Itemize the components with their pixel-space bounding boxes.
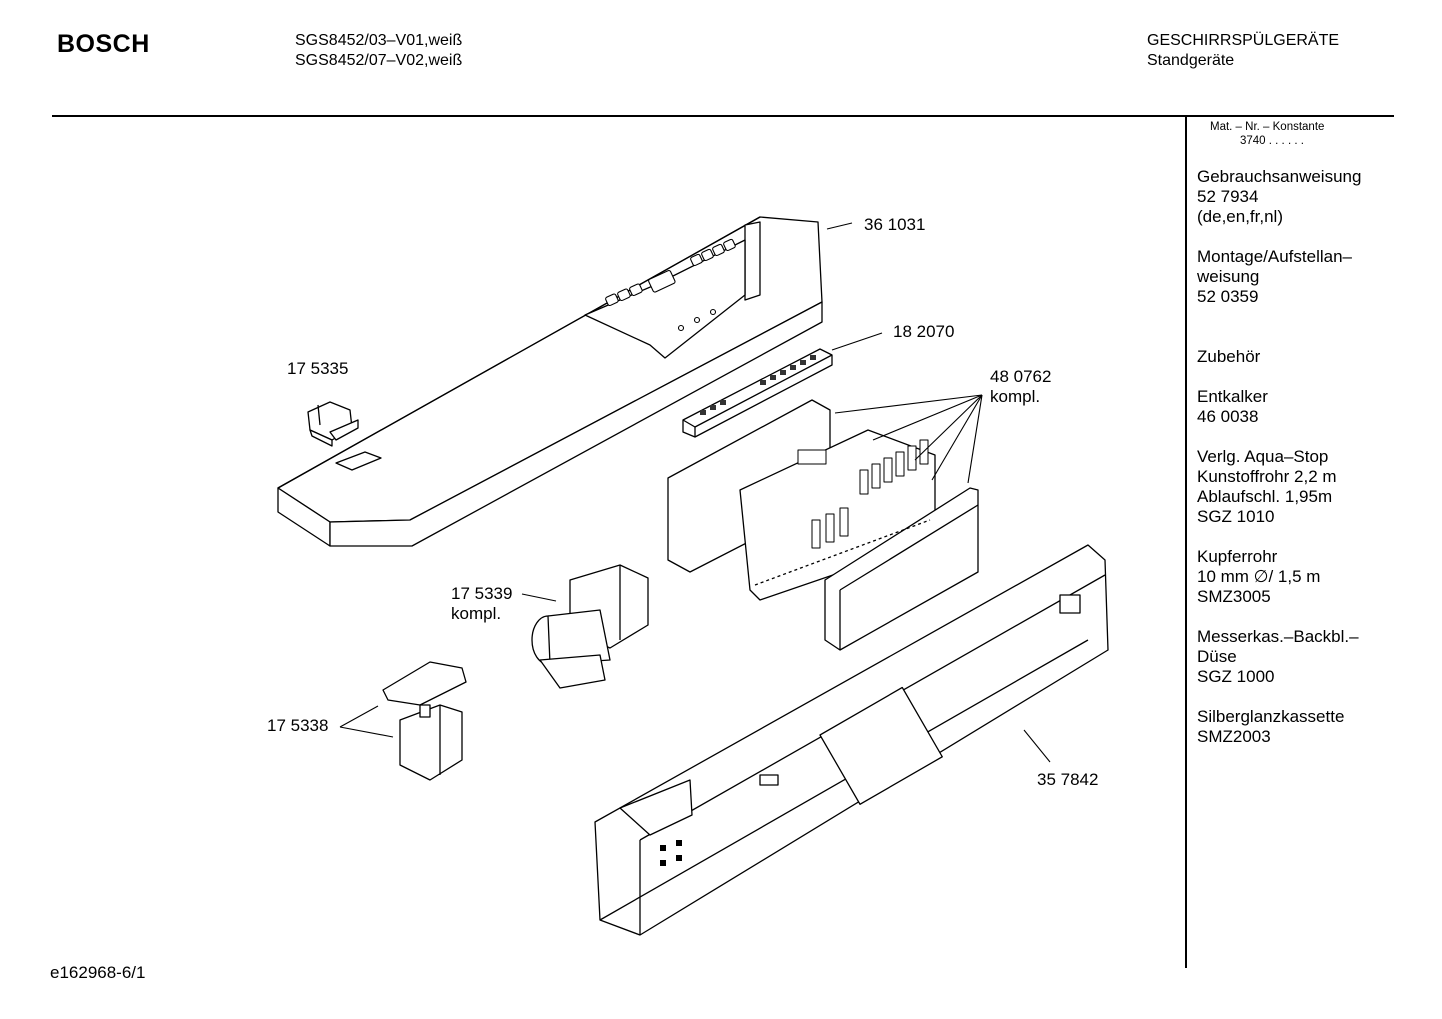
block-line: 10 mm ∅/ 1,5 m: [1197, 567, 1321, 586]
block-gebrauchsanweisung: Gebrauchsanweisung 52 7934 (de,en,fr,nl): [1197, 167, 1397, 227]
block-montage: Montage/Aufstellan– weisung 52 0359: [1197, 247, 1397, 307]
konstante-value: 3740 . . . . . .: [1240, 135, 1304, 147]
block-line: Verlg. Aqua–Stop: [1197, 447, 1329, 466]
model-line-1: SGS8452/03–V01,weiß: [295, 32, 463, 49]
block-silberglanz: Silberglanzkassette SMZ2003: [1197, 707, 1397, 747]
label-480762-kompl: kompl.: [990, 387, 1041, 406]
motor-switch-175339: [531, 564, 649, 689]
block-line: Ablaufschl. 1,95m: [1197, 487, 1333, 506]
model-line-2: SGS8452/07–V02,weiß: [295, 52, 463, 69]
block-line: Montage/Aufstellan–: [1197, 247, 1352, 266]
exploded-parts-drawing: [277, 216, 1109, 936]
block-line: Gebrauchsanweisung: [1197, 167, 1362, 186]
label-175335: 17 5335: [287, 359, 349, 378]
block-aquastop: Verlg. Aqua–Stop Kunstoffrohr 2,2 m Abla…: [1197, 447, 1397, 527]
block-line: weisung: [1197, 267, 1260, 286]
label-361031: 36 1031: [864, 215, 926, 234]
block-line: (de,en,fr,nl): [1197, 207, 1283, 226]
block-messerkas: Messerkas.–Backbl.– Düse SGZ 1000: [1197, 627, 1397, 687]
block-zubehoer: Zubehör: [1197, 347, 1397, 367]
control-housing-357842: [594, 544, 1109, 936]
drawing-id: e162968-6/1: [50, 963, 146, 982]
block-line: Kupferrohr: [1197, 547, 1278, 566]
circuit-board-assembly: [667, 399, 979, 651]
label-480762: 48 0762: [990, 367, 1052, 386]
label-175339-kompl: kompl.: [451, 604, 502, 623]
block-line: Entkalker: [1197, 387, 1268, 406]
block-line: SGZ 1010: [1197, 507, 1275, 526]
label-182070: 18 2070: [893, 322, 955, 341]
block-line: Düse: [1197, 647, 1237, 666]
brand-logo: BOSCH: [57, 30, 150, 58]
category-subtitle: Standgeräte: [1147, 52, 1235, 69]
block-line: 52 7934: [1197, 187, 1259, 206]
door-switch-175338: [382, 661, 467, 781]
control-panel-fascia: [277, 216, 823, 547]
category-title: GESCHIRRSPÜLGERÄTE: [1147, 32, 1340, 49]
konstante-label: Mat. – Nr. – Konstante: [1210, 121, 1325, 133]
block-kupferrohr: Kupferrohr 10 mm ∅/ 1,5 m SMZ3005: [1197, 547, 1397, 607]
sidebar: Mat. – Nr. – Konstante 3740 . . . . . . …: [1197, 120, 1397, 747]
block-line: Kunstoffrohr 2,2 m: [1197, 467, 1337, 486]
block-line: Messerkas.–Backbl.–: [1197, 627, 1359, 646]
label-357842: 35 7842: [1037, 770, 1099, 789]
header-divider: [52, 115, 1394, 117]
block-line: SGZ 1000: [1197, 667, 1275, 686]
block-line: 46 0038: [1197, 407, 1259, 426]
block-entkalker: Entkalker 46 0038: [1197, 387, 1397, 427]
switch-175335: [307, 401, 359, 447]
block-line: Silberglanzkassette: [1197, 707, 1345, 726]
connector-strip-182070: [682, 348, 833, 438]
sidebar-divider: [1185, 116, 1187, 968]
block-line: SMZ3005: [1197, 587, 1271, 606]
label-175338: 17 5338: [267, 716, 329, 735]
block-line: SMZ2003: [1197, 727, 1271, 746]
label-175339: 17 5339: [451, 584, 513, 603]
block-line: 52 0359: [1197, 287, 1259, 306]
block-line: Zubehör: [1197, 347, 1261, 366]
